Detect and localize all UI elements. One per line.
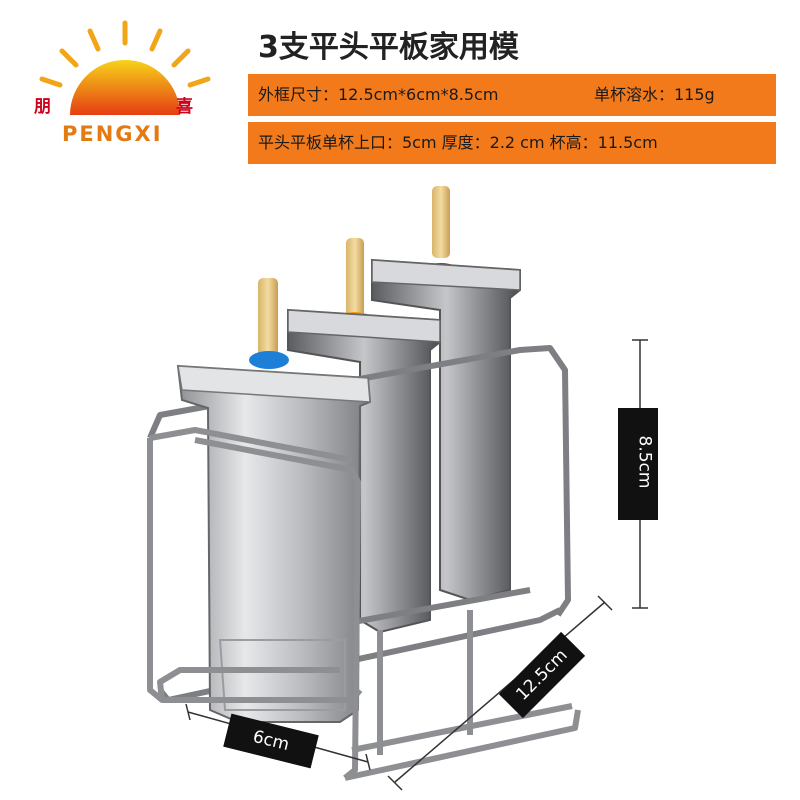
sun-icon [39, 20, 211, 115]
product-title: 3支平头平板家用模 [258, 30, 519, 65]
spec-cup-volume: 单杯溶水：115g [594, 85, 715, 104]
logo-brand-name: PENGXI [62, 122, 163, 146]
logo-char-left: 朋 [34, 97, 51, 117]
spec-frame-size: 外框尺寸：12.5cm*6cm*8.5cm [258, 85, 499, 104]
popsicle-mold-illustration [147, 186, 648, 791]
spec-cup-details: 平头平板单杯上口：5cm 厚度：2.2 cm 杯高：11.5cm [258, 133, 658, 152]
height-dimension-label: 8.5cm [618, 408, 658, 520]
spec-bar-1: 外框尺寸：12.5cm*6cm*8.5cm 单杯溶水：115g [248, 74, 776, 116]
mold-middle [287, 238, 441, 634]
spec-bar-2: 平头平板单杯上口：5cm 厚度：2.2 cm 杯高：11.5cm [248, 122, 776, 164]
logo-char-right: 喜 [176, 97, 193, 117]
